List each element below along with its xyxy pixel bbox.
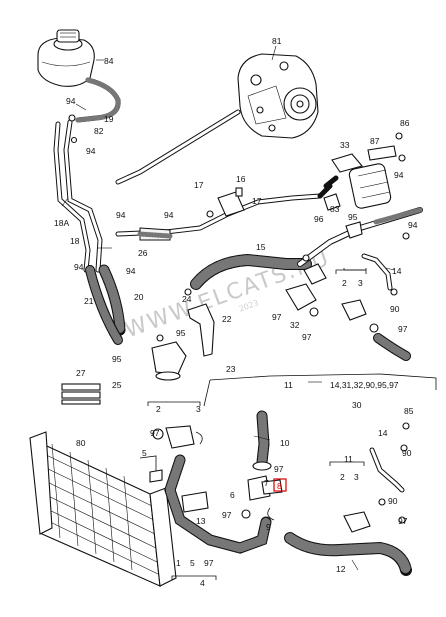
label-7: 7 [264,478,269,488]
label-32: 32 [290,320,300,330]
label-27: 27 [76,368,86,378]
label-95: 95 [112,354,122,364]
label-3: 3 [196,404,201,414]
label-4: 4 [200,578,205,588]
label-81: 81 [272,36,282,46]
label-14: 14 [378,428,388,438]
label-94: 94 [126,266,136,276]
tank-hose [53,77,121,273]
label-13: 13 [196,516,206,526]
label-94: 94 [394,170,404,180]
label-97: 97 [150,428,160,438]
radiator [29,431,177,587]
label-2: 2 [340,472,345,482]
label-11: 11 [344,454,353,464]
label-96: 96 [314,214,324,224]
label-15: 15 [256,242,266,252]
label-3: 3 [354,472,359,482]
label-97: 97 [302,332,312,342]
label-9: 9 [266,522,271,532]
label-95: 95 [348,212,358,222]
expansion-tank [37,29,95,87]
label-22: 22 [222,314,232,324]
pipe-22-23 [151,288,215,381]
leader-lines [61,45,395,571]
label-2: 2 [156,404,161,414]
label-94: 94 [116,210,126,220]
label-90: 90 [402,448,412,458]
label-85: 85 [404,406,414,416]
label-97: 97 [222,510,232,520]
highlight-box[interactable] [273,478,287,492]
label-94: 94 [74,262,84,272]
label-26: 26 [138,248,148,258]
label-97: 97 [204,558,214,568]
part-27 [61,383,101,405]
label-94: 94 [408,220,418,230]
label-90: 90 [390,304,400,314]
label-2: 2 [342,278,347,288]
label-17: 17 [194,180,204,190]
hose-10 [241,410,283,521]
bracket-11-lower [147,269,367,580]
label-23: 23 [226,364,236,374]
label-97: 97 [398,324,408,334]
label-5: 5 [142,448,147,458]
label-82: 82 [94,126,104,136]
label-94: 94 [164,210,174,220]
label-24: 24 [182,294,192,304]
hose-14-upper [341,232,411,361]
label-19: 19 [104,114,114,124]
label-94: 94 [86,146,96,156]
label-12: 12 [336,564,346,574]
top-right-parts [323,132,406,209]
label-16: 16 [236,174,246,184]
label-87: 87 [370,136,380,146]
label-18: 18 [70,236,80,246]
label-84: 84 [104,56,114,66]
label-90: 90 [388,496,398,506]
label-3: 3 [358,278,363,288]
label-30: 30 [352,400,362,410]
label-95: 95 [176,328,186,338]
label-1: 1 [176,558,181,568]
hoses-20-21 [85,264,126,345]
fitting-32 [285,193,363,317]
label-97: 97 [272,312,282,322]
label-14: 14 [392,266,402,276]
label-20: 20 [134,292,144,302]
water-pump-housing [237,53,319,139]
label-14-31-32-90-95-97: 14,31,32,90,95,97 [330,380,399,390]
hose-12 [284,422,412,576]
label-83: 83 [330,204,340,214]
label-5: 5 [190,558,195,568]
part-labels: 81 84 94 19 82 94 33 87 86 94 83 96 95 9… [54,36,418,588]
label-17: 17 [252,196,262,206]
label-25: 25 [112,380,122,390]
label-8-highlighted[interactable]: 8 [277,481,282,491]
label-97: 97 [398,516,408,526]
middle-pipes [115,183,333,241]
label-6: 6 [230,490,235,500]
label-11: 11 [284,380,293,390]
label-97: 97 [274,464,284,474]
label-94: 94 [66,96,76,106]
label-80: 80 [76,438,86,448]
label-86: 86 [400,118,410,128]
label-10: 10 [280,438,290,448]
lower-left-hose [139,425,272,554]
label-33: 33 [340,140,350,150]
label-21: 21 [84,296,94,306]
label-18A: 18A [54,218,69,228]
